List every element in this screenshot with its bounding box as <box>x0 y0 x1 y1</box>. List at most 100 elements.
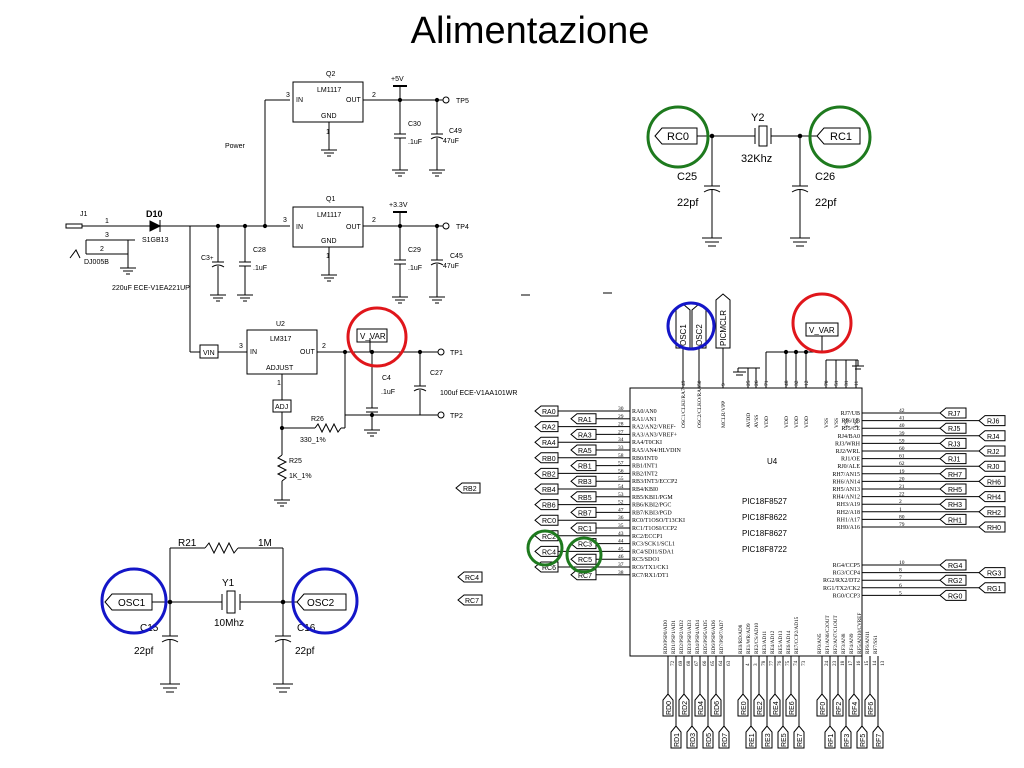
c3-note: 220uF ECE-V1EA221UP <box>112 285 190 292</box>
svg-text:2: 2 <box>322 343 326 350</box>
right-pin-number: 59 <box>899 438 905 444</box>
left-pin-function: RC4/SDI1/SDA1 <box>632 549 674 555</box>
net-tag-label: RC6 <box>542 565 556 572</box>
net-tag-label: RB4 <box>542 487 556 494</box>
net-tag-re5: RE5 <box>777 725 789 749</box>
right-pin-function: RG0/CCP3 <box>833 593 860 599</box>
left-pin-function: RC3/SCK1/SCL1 <box>632 542 675 548</box>
left-pin-number: 27 <box>618 429 624 435</box>
top-pin-number: 48 <box>784 380 790 386</box>
mcu-part-2: PIC18F8627 <box>742 529 787 538</box>
net-tag-label: RJ0 <box>987 464 1000 471</box>
bottom-pin-number: 14 <box>872 660 878 666</box>
bottom-pin-number: 73 <box>801 660 807 666</box>
svg-text:C25: C25 <box>677 171 697 183</box>
top-pin-label: VSS <box>824 418 830 428</box>
bottom-pin-number: 13 <box>880 660 886 666</box>
net-tag-rj4: RJ4 <box>898 430 1006 442</box>
svg-text:R21: R21 <box>178 538 197 549</box>
bottom-pin-function: RE7/CCP2/AD15 <box>794 616 800 654</box>
left-pin-function: RA2/AN2/VREF- <box>632 425 676 431</box>
highlight-vvar-pin <box>791 292 853 354</box>
left-pin-number: 33 <box>618 445 624 451</box>
bottom-pin-function: RD3/PSP3/AD3 <box>687 620 693 654</box>
right-pin-number: 60 <box>899 446 905 452</box>
svg-text:1: 1 <box>326 129 330 136</box>
left-pin-function: RC6/TX1/CK1 <box>632 565 669 571</box>
net-tag-label: RH0 <box>987 525 1001 532</box>
adj-tag: ADJ <box>275 404 288 411</box>
net-tag-label: RD7 <box>722 733 729 747</box>
left-pin-function: RC5/SDO1 <box>632 557 660 563</box>
left-pin-number: 47 <box>618 507 624 513</box>
bottom-pin-number: 65 <box>710 660 716 666</box>
net-tag-label: RJ2 <box>987 449 1000 456</box>
top-pin-label: VDD <box>764 416 770 428</box>
bottom-pin-function: RE6/AD14 <box>786 630 792 654</box>
svg-text:Q1: Q1 <box>326 196 335 203</box>
net-tag-rj1: RJ1 <box>898 453 967 465</box>
top-pin-label: VDD <box>794 416 800 428</box>
bottom-pin-number: 67 <box>694 660 700 666</box>
top-pin-number: 31 <box>844 380 850 386</box>
left-pin-number: 34 <box>618 437 624 443</box>
net-tag-label: RF0 <box>820 702 827 715</box>
net-tag-label: RH3 <box>948 502 962 509</box>
right-pin-function: RG3/CCP4 <box>833 571 860 577</box>
svg-text:TP5: TP5 <box>456 98 469 105</box>
left-pin-function: RA1/AN1 <box>632 417 657 423</box>
left-pin-number: 53 <box>618 492 624 498</box>
net-tag-label: RD5 <box>706 733 713 747</box>
right-pin-number: 80 <box>899 514 905 520</box>
net-tag-label: RB2 <box>542 471 556 478</box>
net-tag-label: RE3 <box>765 733 772 747</box>
cap-c28: C28 .1uF <box>237 226 267 302</box>
bottom-pin-number: 23 <box>832 660 838 666</box>
svg-text:OUT: OUT <box>346 97 362 104</box>
left-pin-number: 56 <box>618 468 624 474</box>
net-tag-label: RF2 <box>836 702 843 715</box>
right-pin-function: RH5/AN13 <box>832 487 860 493</box>
net-tag-label: RC3 <box>578 542 592 549</box>
net-tag-rd5: RD5 <box>702 725 714 749</box>
net-tag-far-rc4: RC4 <box>457 571 483 583</box>
bottom-pin-number: 3 <box>753 663 759 666</box>
bottom-pin-function: RF3/AN8 <box>841 633 847 654</box>
j1-part: DJ005B <box>84 259 109 266</box>
net-tag-rc1: RC1 <box>570 522 618 534</box>
net-tag-rg0: RG0 <box>898 589 967 601</box>
bottom-pin-function: RE4/AD12 <box>770 630 776 654</box>
bottom-pin-function: RD7/PSP7/AD7 <box>719 620 725 654</box>
net-tag-rb1: RB1 <box>570 460 618 472</box>
svg-text:Y2: Y2 <box>751 112 764 124</box>
net-tag-ra0: RA0 <box>534 405 618 417</box>
svg-text:330_1%: 330_1% <box>300 437 326 444</box>
net-tag-ra5: RA5 <box>570 444 618 456</box>
svg-text:+: + <box>210 256 214 262</box>
rc1-tag: RC1 <box>830 131 852 143</box>
net-tag-rd2: RD2 <box>678 693 690 717</box>
right-pin-number: 20 <box>899 476 905 482</box>
right-pin-function: RJ3/WRH <box>835 441 861 447</box>
right-pin-function: RJ0/ALE <box>837 464 860 470</box>
net-tag-label: RB1 <box>578 464 592 471</box>
d10-part: S1GB13 <box>142 237 169 244</box>
bottom-pin-function: RD6/PSP6/AD6 <box>711 620 717 654</box>
net-tag-rb7: RB7 <box>570 506 618 518</box>
j1-pin2: 2 <box>100 246 104 253</box>
right-pin-function: RH7/AN15 <box>832 472 860 478</box>
net-tag-rd6: RD6 <box>710 693 722 717</box>
svg-text:LM1117: LM1117 <box>317 87 341 94</box>
top-pin-label: VSS <box>834 418 840 428</box>
net-tag-label: RA2 <box>542 425 556 432</box>
highlight-rc0 <box>646 105 710 169</box>
bottom-pin-function: RD5/PSP5/AD5 <box>703 620 709 654</box>
right-pin-function: RH0/A16 <box>837 525 860 531</box>
left-pin-function: RA5/AN4/HLVDIN <box>632 448 681 454</box>
svg-text:22pf: 22pf <box>134 646 154 657</box>
net-tag-re1: RE1 <box>745 725 757 749</box>
regulator-q1: Q1 LM1117 IN OUT GND 3 2 1 TP4 +3.3V C29… <box>283 196 469 304</box>
